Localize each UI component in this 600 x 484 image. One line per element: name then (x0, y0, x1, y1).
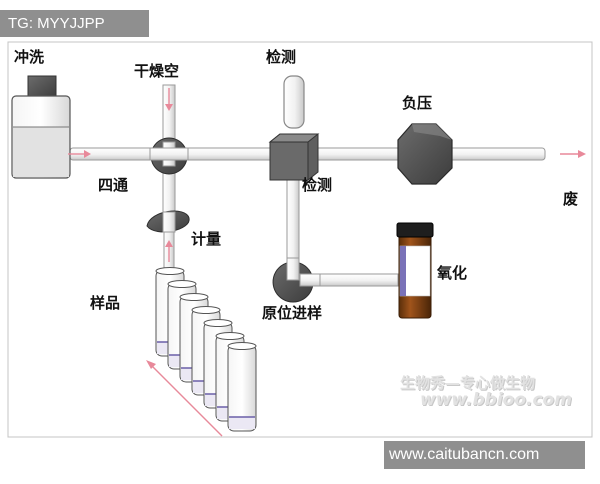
label-metering: 计量 (191, 230, 222, 248)
flow-arrows (68, 88, 586, 437)
tag-badge: TG: MYYJJPP (0, 10, 149, 37)
label-detect-top: 检测 (266, 48, 297, 66)
arrow-dry-air-down (165, 88, 173, 111)
label-rinse: 冲洗 (14, 48, 45, 66)
label-samples: 样品 (90, 294, 121, 312)
sample-tube (227, 342, 257, 432)
vacuum-pump (397, 123, 453, 185)
label-negative-pressure: 负压 (402, 94, 433, 112)
watermark-url: www.bbioo.com (420, 389, 572, 410)
sample-rack (155, 267, 257, 432)
oxidant-tube (309, 273, 399, 287)
rinse-bottle (11, 75, 71, 179)
label-dry-air: 干燥空 (134, 62, 180, 80)
site-watermark: 生物秀—专心做生物 www.bbioo.com (400, 374, 572, 410)
injection-valve (272, 257, 321, 303)
watermark-cn: 生物秀—专心做生物 (400, 374, 536, 392)
arrow-waste-right (560, 150, 586, 158)
detector-lamp (283, 75, 305, 129)
rinse-bottle-liquid (13, 127, 69, 177)
url-badge: www.caitubancn.com (384, 441, 585, 469)
diagram-frame (7, 41, 593, 438)
label-waste: 废 (563, 190, 579, 208)
label-oxidize: 氧化 (437, 264, 468, 282)
arrow-rinse-right (68, 150, 91, 158)
label-in-situ-injection: 原位进样 (262, 304, 323, 322)
oxidant-bottle (396, 222, 434, 319)
four-way-valve (149, 137, 189, 175)
rinse-bottle-cap (27, 75, 57, 99)
arrow-rack-direction (146, 360, 223, 437)
detector-cell (268, 133, 320, 181)
arrow-sample-up (165, 240, 173, 262)
label-detect-mid: 检测 (302, 176, 333, 194)
label-four-way: 四通 (98, 176, 129, 194)
metering-valve (146, 210, 190, 233)
